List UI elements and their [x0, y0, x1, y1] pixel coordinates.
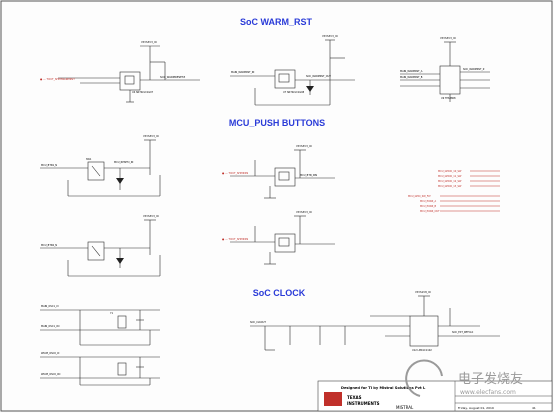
part-label: U9 TPS3808 — [441, 97, 456, 100]
net-list: MCU_GPIO0_10_SW MCU_GPIO0_11_SW MCU_GPIO… — [408, 170, 462, 213]
diode-symbol — [116, 258, 124, 264]
button-circuit-3 — [40, 219, 161, 277]
net-label: ● — TOUT_SHIMDIN — [222, 171, 248, 175]
svg-text:MCU_GPIO0_13_SW: MCU_GPIO0_13_SW — [438, 185, 462, 188]
title-block — [317, 380, 553, 412]
watermark-url: www.elecfans.com — [460, 389, 516, 396]
net-text: MAIN_WARMRST_A — [400, 70, 423, 73]
svg-text:MCU_GPIO_SW_FLT: MCU_GPIO_SW_FLT — [408, 195, 431, 198]
clock-circuit-1 — [40, 309, 160, 346]
part-label: U7 SN74LVC1G08 — [283, 91, 305, 94]
mistral-logo-text: MISTRAL — [396, 405, 414, 410]
net-text: MAIN_WARMRST_B — [400, 76, 423, 79]
sheet-number: 41 — [532, 406, 536, 410]
button-circuit-2 — [230, 149, 335, 199]
net-text: SOC_WARMRESETZ — [160, 75, 185, 79]
title-soc-clock: SoC CLOCK — [253, 288, 306, 298]
clock-circuit-2 — [40, 356, 160, 386]
diode-symbol — [116, 178, 124, 184]
part-label: SW1 — [86, 158, 92, 161]
net-text: MCU_BTN2_N — [41, 244, 57, 247]
diode-symbol — [306, 86, 314, 92]
title-warm-rst: SoC WARM_RST — [240, 17, 313, 27]
warm-rst-circuit-1 — [58, 45, 200, 103]
svg-text:MCU_PORZ_B: MCU_PORZ_B — [420, 205, 436, 208]
power-label: VSYS3V3_IO — [440, 36, 456, 40]
ti-company-line1: TEXAS — [347, 395, 362, 400]
power-label: VSYS3V3_IO — [141, 40, 157, 44]
part-label: U4 SN74LVC1G07 — [132, 91, 154, 94]
button-circuit-4 — [230, 215, 335, 265]
date-text: Friday, August 01, 2019 — [458, 406, 494, 410]
svg-text:MCU_PORZ_OUT: MCU_PORZ_OUT — [420, 210, 440, 213]
net-list-wires — [440, 170, 500, 212]
svg-text:MCU_GPIO0_11_SW: MCU_GPIO0_11_SW — [438, 175, 462, 178]
title-push-buttons: MCU_PUSH BUTTONS — [229, 118, 325, 128]
net-text: WKUP_OSC0_XI — [41, 352, 60, 355]
net-text: SOC_WARMRST_OUT — [306, 75, 331, 78]
svg-text:MCU_GPIO0_10_SW: MCU_GPIO0_10_SW — [438, 170, 462, 173]
power-label: VSYS3V3_IO — [296, 144, 312, 148]
net-text: SOC_CLKOUT — [250, 321, 266, 324]
warm-rst-circuit-2 — [230, 39, 355, 106]
warm-rst-circuit-3 — [400, 41, 490, 102]
net-label: ● — TOUT_SHIMDIN — [222, 237, 248, 241]
net-text: MAIN_WARMRST_IN — [231, 71, 255, 74]
watermark-text: 电子发烧友 — [458, 371, 523, 387]
power-label: VSYS1V8_IO — [415, 290, 431, 294]
part-label: U12 LMK1C1102 — [412, 349, 432, 352]
part-label: Y1 — [110, 312, 113, 315]
designed-for-text: Designed for TI by Mistral Solutions Pvt… — [341, 386, 426, 390]
net-text: MAIN_OSC1_XI — [41, 305, 59, 308]
net-text: MCU_BTN_DIN — [300, 174, 317, 177]
net-text: SOC_EXT_REFCLK — [452, 331, 474, 334]
ti-company-line2: INSTRUMENTS — [347, 401, 380, 406]
button-circuit-1 — [40, 139, 161, 197]
net-text: MCU_BTN1_N — [41, 164, 57, 167]
watermark-logo-icon — [405, 359, 443, 397]
net-text: MCU_RESETz_IN — [114, 161, 133, 164]
clock-circuit-3 — [250, 295, 500, 351]
svg-text:MCU_GPIO0_12_SW: MCU_GPIO0_12_SW — [438, 180, 462, 183]
power-label: VSYS3V3_IO — [143, 214, 159, 218]
watermark: 电子发烧友 www.elecfans.com — [405, 359, 523, 397]
net-label: ● — TOUT_SHIMWARMRST — [40, 77, 75, 81]
net-text: WKUP_OSC0_XO — [41, 373, 61, 376]
svg-text:MCU_PORZ_A: MCU_PORZ_A — [420, 200, 436, 203]
net-text: SOC_WARMRST_Z — [463, 68, 485, 71]
power-label: VSYS3V3_IO — [143, 134, 159, 138]
power-label: VSYS3V3_IO — [296, 210, 312, 214]
net-text: MAIN_OSC1_XO — [41, 325, 60, 328]
power-label: VSYS3V3_IO — [322, 34, 338, 38]
